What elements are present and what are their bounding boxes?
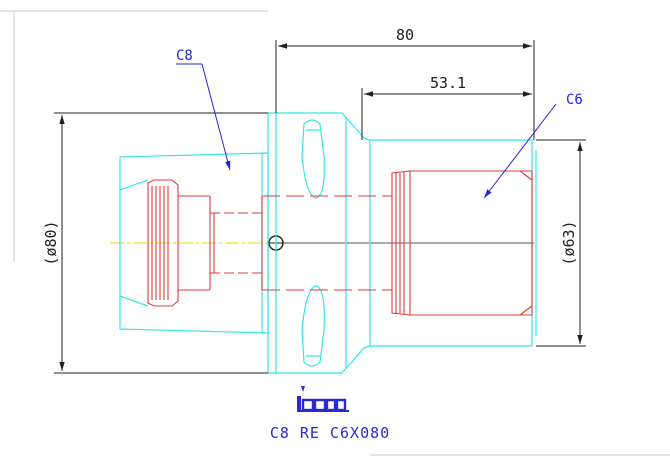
dimensions (54, 40, 586, 374)
center-line (110, 235, 534, 251)
iscar-logo (297, 386, 349, 412)
callout-c8: C8 (176, 48, 231, 171)
internal-features (147, 170, 533, 316)
dim-outer-diameter: (ø80) (42, 220, 60, 265)
dim-shank-length: 53.1 (430, 74, 466, 92)
dim-shank-diameter: (ø63) (560, 220, 578, 265)
callout-c8-label: C8 (176, 48, 193, 64)
part-number: C8 RE C6X080 (270, 424, 390, 442)
callout-c6-label: C6 (566, 92, 583, 108)
callout-c6: C6 (483, 92, 583, 199)
dim-overall-length: 80 (396, 26, 414, 44)
frame-lines (0, 10, 670, 456)
